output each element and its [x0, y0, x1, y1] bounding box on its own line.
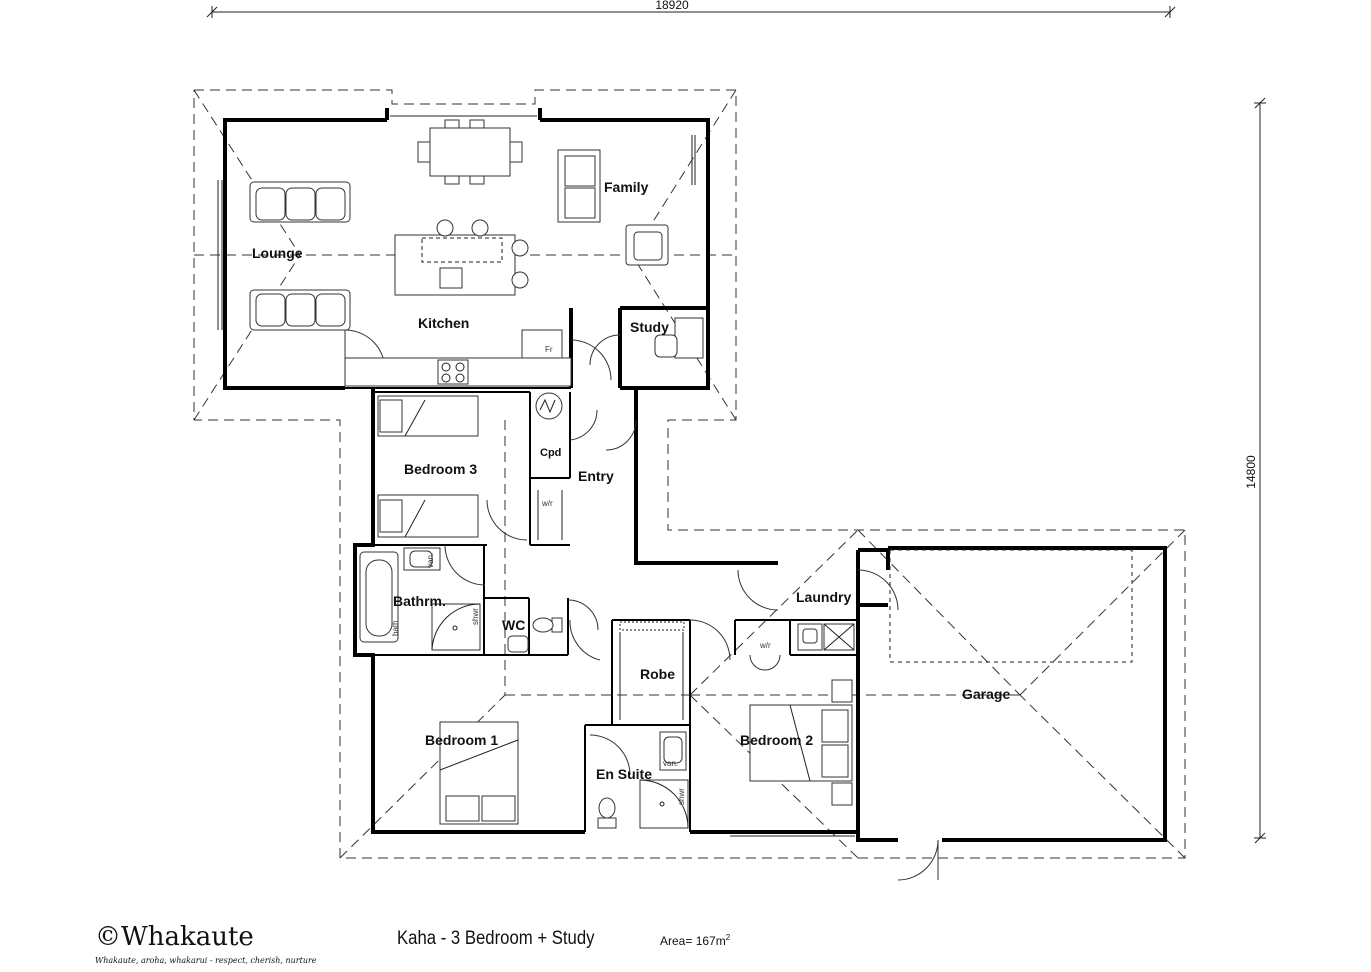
bathroom-shower: shwr — [431, 603, 481, 651]
bathroom-van-label: van. — [426, 553, 435, 568]
robe-hanging-rail — [619, 621, 685, 720]
kitchen-bench: Fr — [344, 329, 572, 387]
ensuite-shwr-label: shwr — [677, 788, 686, 805]
width-dimension: 18920 — [206, 0, 1176, 18]
width-dimension-label: 18920 — [655, 0, 689, 12]
interior-walls — [345, 387, 858, 832]
bedroom2-bed — [749, 679, 853, 806]
fridge-label: Fr — [545, 345, 553, 354]
brand-logo: ©Whakaute — [95, 922, 254, 952]
depth-dimension: 14800 — [1244, 97, 1266, 844]
garage-label: Garage — [962, 686, 1010, 702]
bedroom1-label: Bedroom 1 — [425, 732, 498, 748]
bedroom3-bed-top — [377, 395, 479, 437]
wc-label: WC — [502, 617, 525, 633]
bathroom-label: Bathrm. — [393, 593, 446, 609]
kitchen-label: Kitchen — [418, 315, 469, 331]
cpd-label: Cpd — [540, 447, 561, 459]
ensuite-label: En Suite — [596, 766, 652, 782]
hall-wr-label: w/r — [541, 499, 553, 508]
area-label: Area= 167m2 — [660, 933, 730, 948]
bedroom2-wr-label: w/r — [759, 641, 771, 650]
exterior-walls — [223, 108, 1167, 842]
ensuite-van-label: van. — [663, 759, 678, 768]
laundry-label: Laundry — [796, 589, 851, 605]
depth-dimension-label: 14800 — [1244, 455, 1258, 489]
wc-toilet — [507, 617, 563, 653]
study-desk — [654, 317, 704, 359]
hot-water-cylinder — [535, 392, 563, 420]
dining-table — [417, 119, 523, 185]
family-armchair — [625, 224, 669, 266]
ensuite-vanity: van. — [659, 731, 687, 771]
bedroom3-bed-bottom — [377, 494, 479, 538]
roof-outline — [193, 89, 1186, 859]
family-sofa — [557, 149, 601, 223]
area-superscript: 2 — [725, 933, 731, 942]
area-value: Area= 167m — [660, 934, 726, 948]
lounge-sofa-bottom — [249, 289, 351, 331]
laundry-tub — [797, 623, 855, 651]
bedroom3-label: Bedroom 3 — [404, 461, 477, 477]
hall-wardrobe — [537, 490, 563, 540]
bath-label: bath — [391, 620, 400, 636]
bathroom-vanity: van. — [403, 547, 441, 571]
ensuite-shower: shwr — [639, 779, 689, 829]
kitchen-island — [394, 219, 529, 296]
windows — [217, 115, 855, 837]
bedroom1-bed — [439, 721, 519, 825]
lounge-label: Lounge — [252, 245, 303, 261]
entry-label: Entry — [578, 468, 614, 484]
bathroom-shwr-label: shwr — [471, 608, 480, 625]
brand-tagline: Whakaute, aroha, whakarui - respect, che… — [95, 956, 317, 965]
family-label: Family — [604, 179, 649, 195]
lounge-sofa-top — [249, 181, 351, 223]
doors — [344, 329, 939, 881]
plan-title: Kaha - 3 Bedroom + Study — [397, 928, 595, 949]
robe-label: Robe — [640, 666, 675, 682]
bedroom2-label: Bedroom 2 — [740, 732, 813, 748]
garage-car-outline — [889, 549, 1133, 663]
ensuite-toilet — [597, 797, 617, 829]
bathtub: bath — [359, 551, 400, 643]
study-label: Study — [630, 319, 669, 335]
